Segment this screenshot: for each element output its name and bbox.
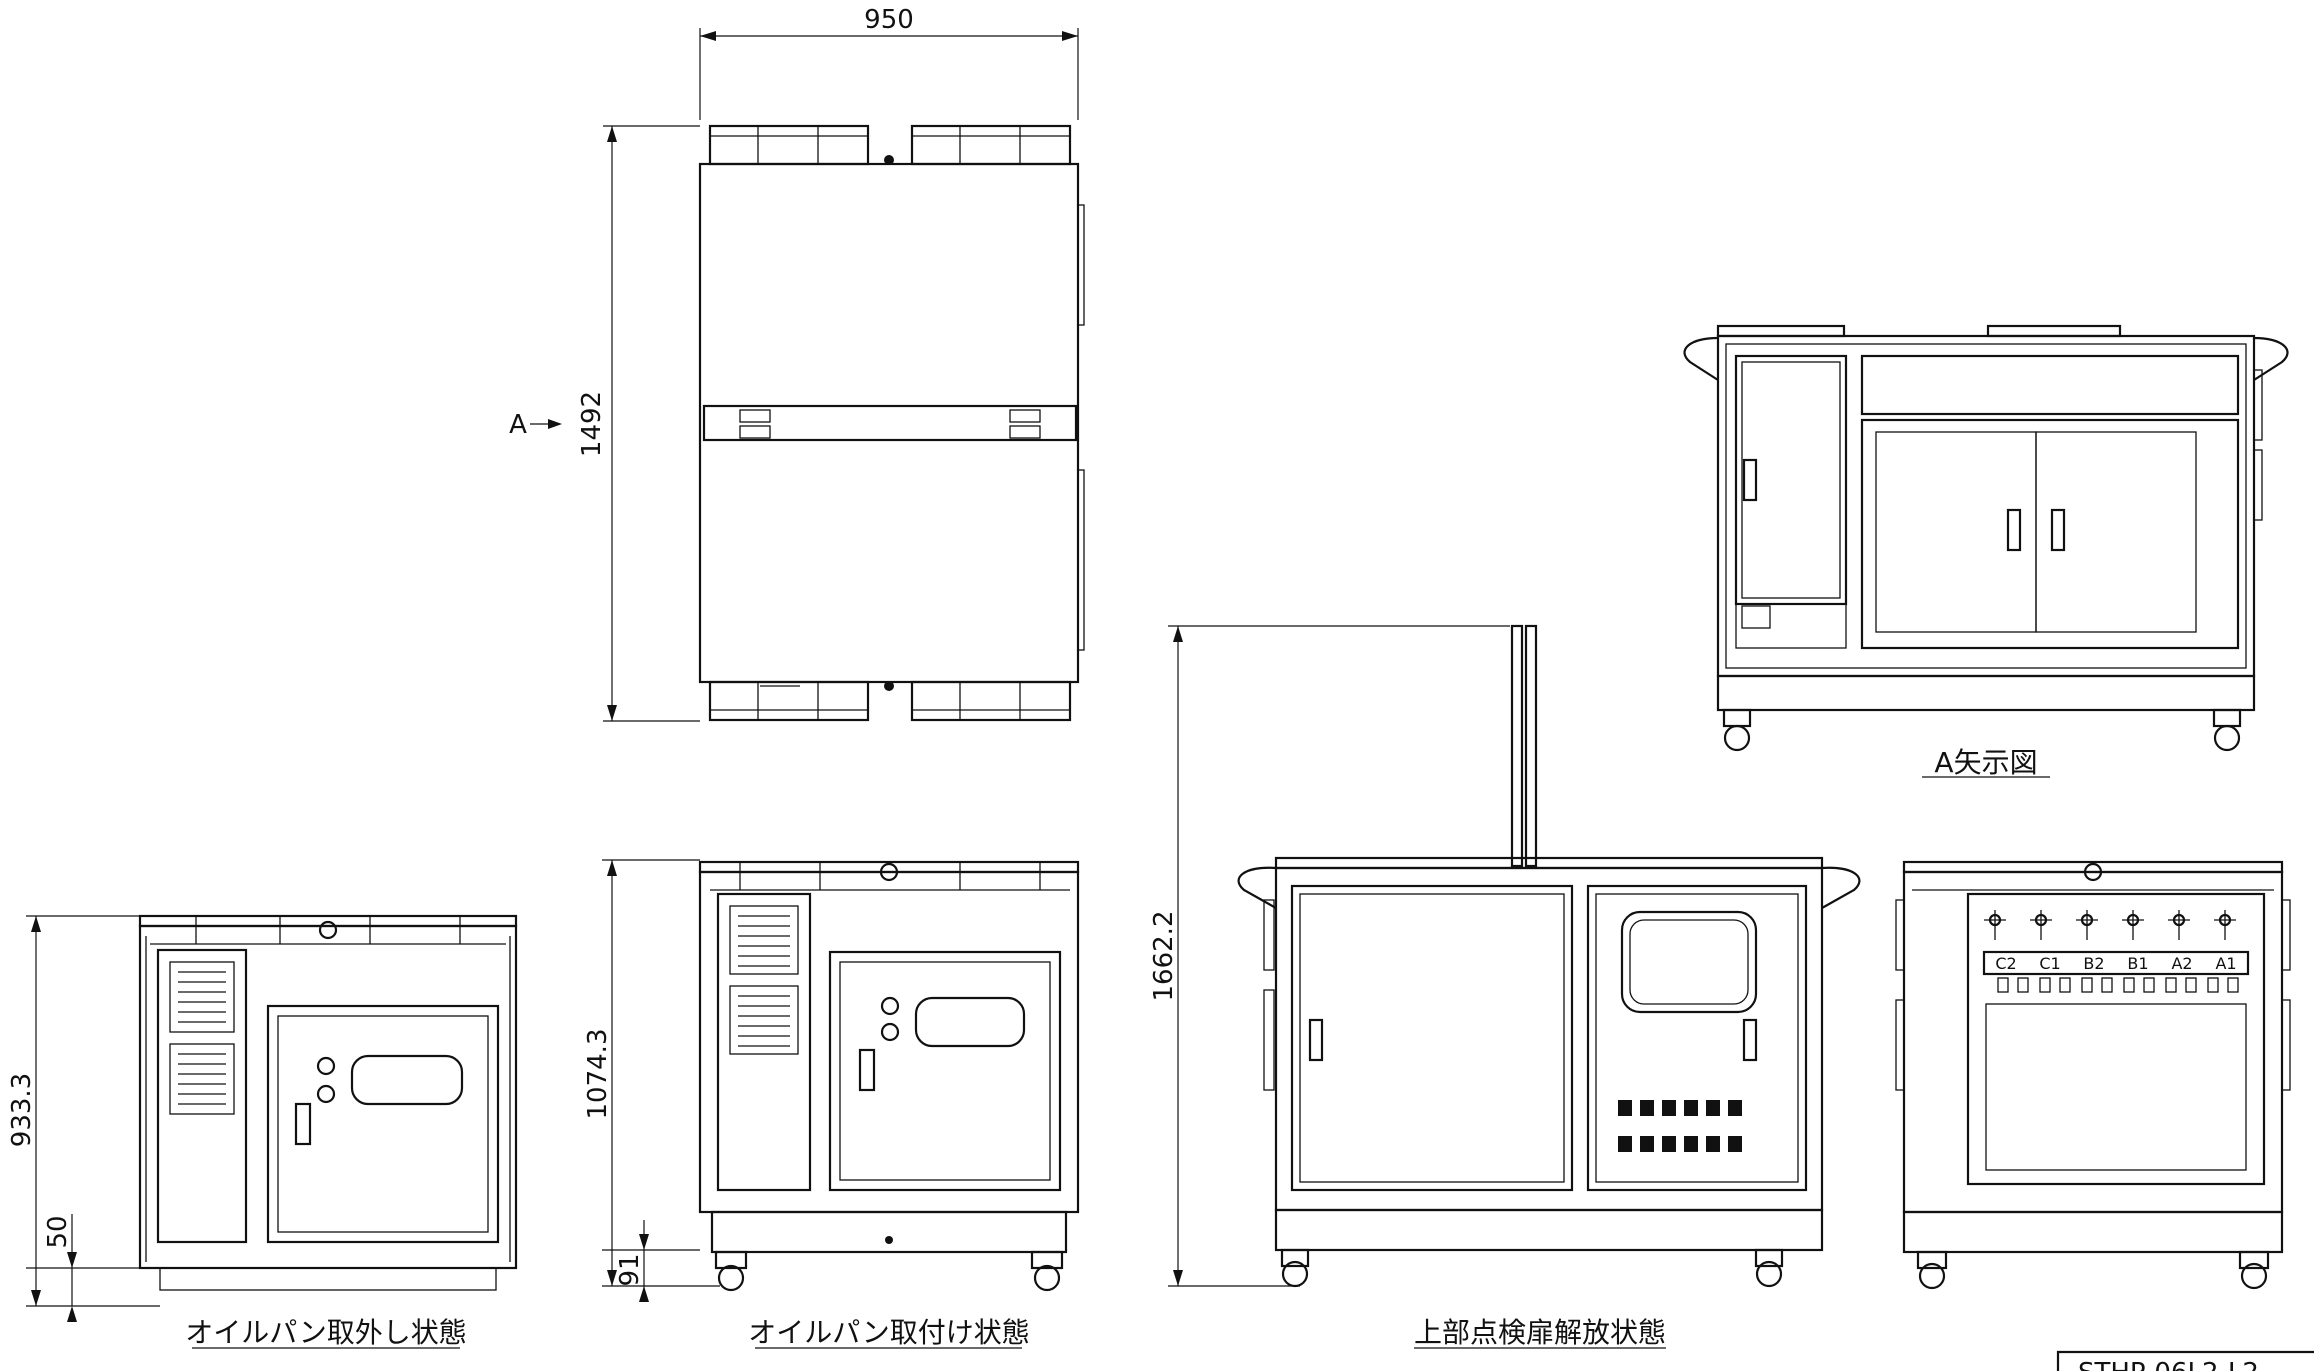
terminal-label-6: A1: [2215, 954, 2236, 973]
dim-open-height: 1662.2: [1149, 911, 1179, 1002]
dim-front-height-a: 933.3: [7, 1073, 37, 1147]
title-block: STHP-06L2-L2: [2056, 1350, 2314, 1371]
view-top-door-open: 1662.2 上部点検扉解: [1149, 624, 1861, 1349]
title-block-text: STHP-06L2-L2: [2078, 1358, 2259, 1371]
dim-front-height-b: 1074.3: [583, 1029, 613, 1120]
terminal-label-3: B2: [2083, 954, 2104, 973]
view-oil-pan-removed: 933.3 50 オイルパン取外し状態: [7, 914, 518, 1349]
dim-top-width: 950: [864, 5, 914, 35]
dim-front-base-b: 91: [615, 1253, 645, 1286]
arrow-label-a: A: [509, 410, 527, 440]
caption-oil-pan-attached: オイルパン取付け状態: [748, 1316, 1029, 1349]
connectors: [1997, 977, 2239, 993]
terminal-label-4: B1: [2127, 954, 2148, 973]
view-a: A矢示図: [1683, 324, 2289, 779]
dim-front-base-a: 50: [43, 1215, 73, 1248]
terminal-label-5: A2: [2171, 954, 2192, 973]
view-terminal: C2 C1 B2 B1 A2 A1: [1895, 860, 2291, 1290]
terminal-label-2: C1: [2039, 954, 2060, 973]
caption-top-door-open: 上部点検扉解放状態: [1414, 1316, 1666, 1349]
terminal-label-1: C2: [1995, 954, 2016, 973]
caption-view-a: A矢示図: [1934, 746, 2037, 779]
top-view: 950 1492 A: [509, 5, 1085, 722]
dim-top-depth: 1492: [577, 391, 607, 457]
caption-oil-pan-removed: オイルパン取外し状態: [185, 1316, 466, 1349]
view-oil-pan-attached: 1074.3 91 オ: [583, 859, 1080, 1349]
terminal-crosses: [1984, 910, 2236, 940]
vent-grid: [1618, 1100, 1742, 1152]
